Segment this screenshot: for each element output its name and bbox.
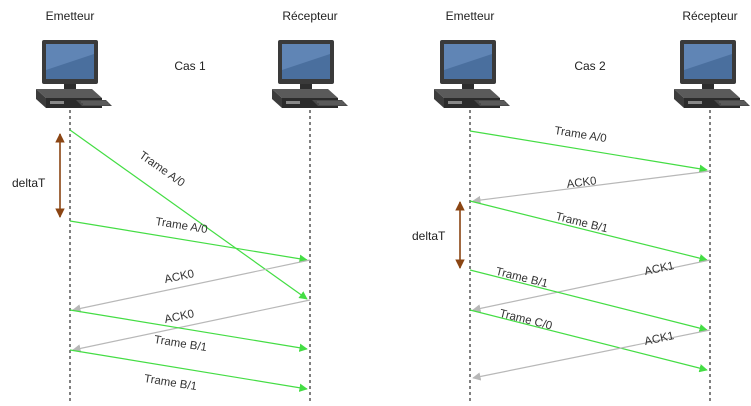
- case1-msg-label: ACK0: [163, 308, 195, 326]
- case2-frame-a0: [469, 130, 708, 173]
- case1-sender-computer-icon: [35, 39, 113, 109]
- case2-ack1-first: [472, 259, 711, 313]
- case1-frame-b1-second: [69, 349, 308, 392]
- case2-frame-c0: [469, 309, 708, 373]
- case2-ack0: [472, 170, 711, 205]
- case2-sender-label: Emetteur: [446, 9, 495, 23]
- case2-msg-label: Trame B/1: [554, 211, 609, 236]
- case-2: Emetteur Récepteur Cas 2 deltaT Trame A/…: [412, 9, 751, 402]
- case1-msg-label: ACK0: [163, 268, 195, 286]
- case2-msg-label: ACK0: [566, 175, 597, 191]
- case1-title: Cas 1: [174, 59, 206, 73]
- case2-frame-b1-second: [469, 269, 708, 333]
- case1-ack0-second: [72, 299, 311, 353]
- case2-title: Cas 2: [574, 59, 606, 73]
- case1-ack0-first: [72, 259, 311, 313]
- case1-msg-label: Trame B/1: [153, 334, 207, 354]
- case2-frame-b1-first: [469, 200, 708, 263]
- case1-frame-a0-retry: [69, 220, 308, 263]
- case2-deltat-label: deltaT: [412, 229, 446, 243]
- case1-receiver-computer-icon: [271, 39, 349, 109]
- case1-msg-label: Trame B/1: [143, 373, 197, 393]
- case1-deltat-label: deltaT: [12, 176, 46, 190]
- case2-sender-computer-icon: [433, 39, 511, 109]
- case2-msg-label: Trame C/0: [498, 308, 553, 333]
- case2-receiver-label: Récepteur: [682, 9, 737, 23]
- case2-msg-label: ACK1: [643, 330, 675, 348]
- case2-msg-label: ACK1: [643, 260, 675, 278]
- case1-frame-a0-slow: [69, 129, 308, 300]
- case1-sender-label: Emetteur: [46, 9, 95, 23]
- case1-msg-label: Trame A/0: [155, 216, 209, 236]
- case2-receiver-computer-icon: [673, 39, 751, 109]
- case1-receiver-label: Récepteur: [282, 9, 337, 23]
- case1-frame-b1-first: [69, 309, 308, 352]
- case2-ack1-second: [472, 329, 711, 381]
- case2-msg-label: Trame B/1: [494, 266, 549, 291]
- case-1: Emetteur Récepteur Cas 1 deltaT Trame A/…: [12, 9, 349, 402]
- case2-msg-label: Trame A/0: [554, 125, 608, 145]
